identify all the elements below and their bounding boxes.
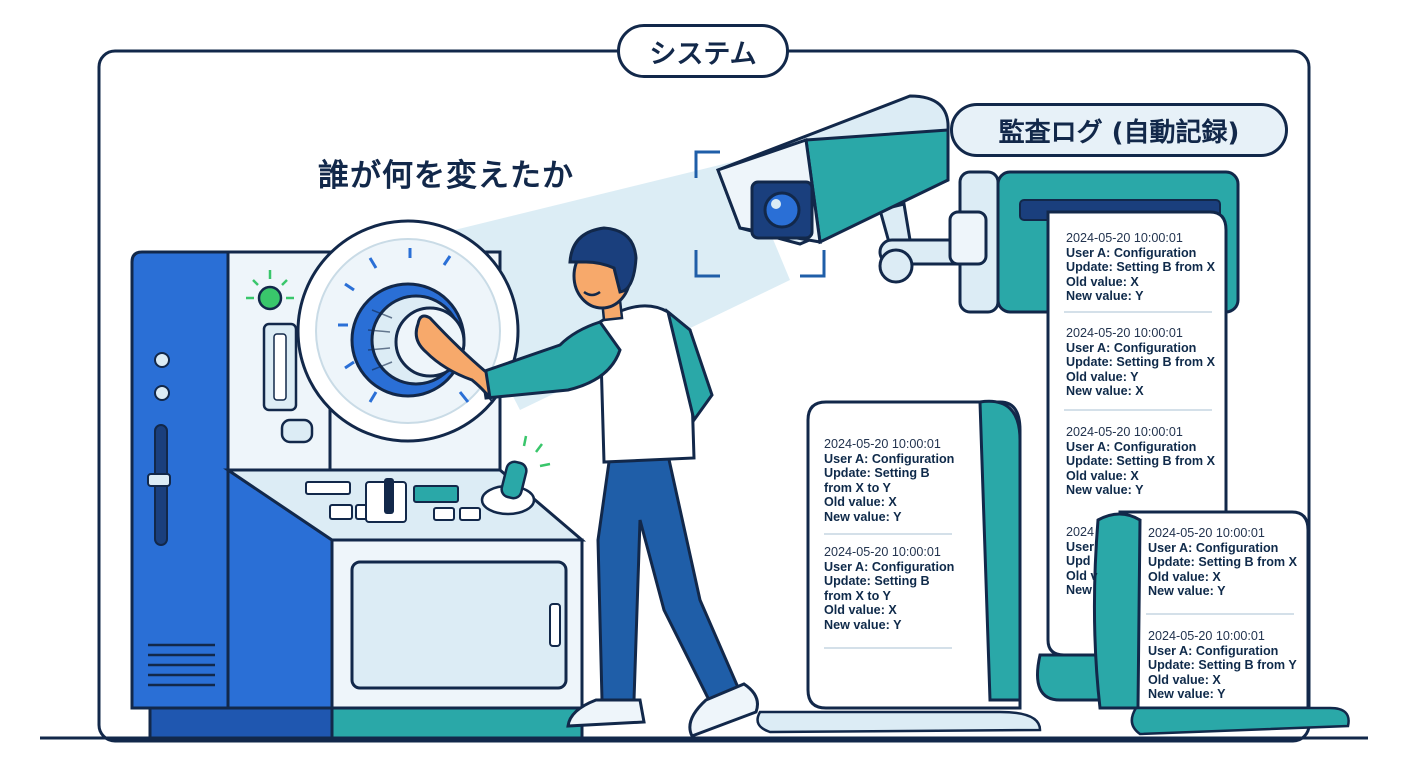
log-line: from X to Y	[824, 480, 891, 495]
log-line: New value: Y	[1148, 687, 1226, 702]
log-line: New value: Y	[824, 509, 902, 524]
status-light-icon	[257, 285, 283, 311]
log-line: Old value: X	[824, 603, 897, 618]
camera-lens-icon	[763, 191, 801, 229]
log-entry: 2024-05-20 10:00:01 User A: Configuratio…	[824, 545, 954, 633]
log-entry: 2024-05-20 10:00:01 User A: Configuratio…	[1066, 425, 1215, 498]
log-line: New value: Y	[1148, 584, 1226, 599]
security-camera-icon	[694, 94, 972, 284]
operator-person	[414, 226, 759, 738]
log-line: User A: Configuration	[1148, 540, 1279, 555]
who-changed-label: 誰が何を変えたか	[318, 158, 574, 194]
log-timestamp: 2024-05-20 10:00:01	[1148, 526, 1265, 540]
log-timestamp: 2024-05-20 10:00:01	[1066, 231, 1183, 245]
log-line: Update: Setting B from X	[1066, 355, 1216, 370]
log-line: User A: Configuration	[1066, 439, 1197, 454]
log-line: Old value: X	[1148, 569, 1221, 584]
log-timestamp: 2024-05-20 10:00:01	[1066, 425, 1183, 439]
audit-log-label: 監査ログ (自動記録)	[950, 103, 1288, 157]
log-line: Update: Setting B	[824, 574, 930, 589]
log-line: Update: Setting B	[824, 466, 930, 481]
log-entry: 2024-05-20 10:00:01 User A: Configuratio…	[1148, 629, 1297, 702]
log-line: Update: Setting B from X	[1066, 454, 1216, 469]
log-line: New value: Y	[1066, 483, 1144, 498]
control-machine	[130, 219, 587, 740]
log-line: User A: Configuration	[1148, 643, 1279, 658]
log-line: Old value: X	[824, 495, 897, 510]
log-line: Update: Setting B from X	[1148, 555, 1298, 570]
log-line: User	[1066, 539, 1095, 554]
log-line: Old value: X	[1066, 274, 1139, 289]
log-line: New value: Y	[1066, 289, 1144, 304]
system-label: システム	[617, 24, 789, 78]
log-timestamp: 2024-05-20 10:00:01	[824, 545, 941, 559]
log-line: User A: Configuration	[824, 451, 955, 466]
log-line: User A: Configuration	[1066, 245, 1197, 260]
log-line: New value: Y	[824, 617, 902, 632]
log-timestamp: 2024	[1066, 525, 1095, 539]
log-line: Old value: X	[1066, 468, 1139, 483]
log-entry: 2024-05-20 10:00:01 User A: Configuratio…	[1066, 326, 1215, 399]
log-timestamp: 2024-05-20 10:00:01	[824, 437, 941, 451]
log-entry: 2024-05-20 10:00:01 User A: Configuratio…	[1066, 231, 1215, 304]
log-line: Old v	[1066, 568, 1098, 583]
log-line: New	[1066, 583, 1092, 598]
log-line: Old value: X	[1148, 672, 1221, 687]
log-line: from X to Y	[824, 588, 891, 603]
log-line: User A: Configuration	[824, 559, 955, 574]
log-timestamp: 2024-05-20 10:00:01	[1066, 326, 1183, 340]
log-entry-partial: 2024 User Upd Old v New	[1066, 525, 1098, 598]
log-line: Update: Setting B from X	[1066, 260, 1216, 275]
log-entry: 2024-05-20 10:00:01 User A: Configuratio…	[824, 437, 954, 525]
log-line: Upd	[1066, 554, 1091, 569]
log-entry: 2024-05-20 10:00:01 User A: Configuratio…	[1148, 526, 1297, 599]
log-line: Update: Setting B from Y	[1148, 658, 1297, 673]
left-log-paper	[806, 400, 1022, 710]
joystick-icon	[500, 460, 528, 500]
log-line: Old value: Y	[1066, 369, 1139, 384]
log-line: User A: Configuration	[1066, 340, 1197, 355]
log-line: New value: X	[1066, 384, 1144, 399]
log-timestamp: 2024-05-20 10:00:01	[1148, 629, 1265, 643]
